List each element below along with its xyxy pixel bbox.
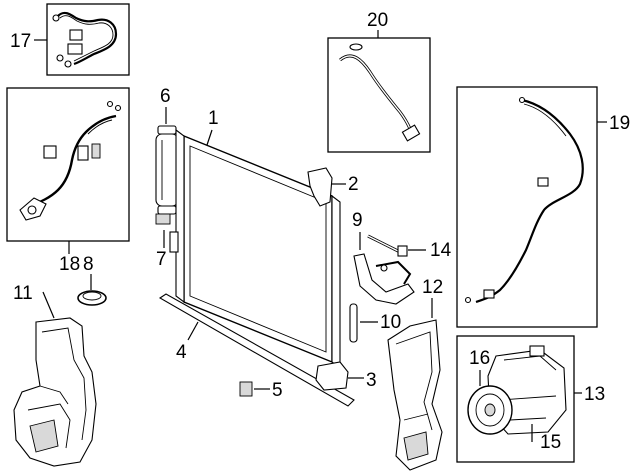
oring-18a [114, 104, 122, 112]
bolt-14-shank-core [367, 235, 401, 253]
inset-frame-20 [327, 37, 431, 153]
callout-8: 8 [83, 254, 94, 275]
fitting-18a [43, 145, 57, 159]
callout-14: 14 [430, 240, 452, 261]
bolt-14-head [397, 245, 408, 257]
inset-frame-13 [456, 335, 575, 463]
bracket-2 [307, 167, 333, 207]
callout-15: 15 [540, 432, 561, 453]
block-fitting-18-port [27, 205, 37, 215]
clip-19b [483, 289, 495, 299]
clip-19a [537, 177, 549, 187]
box-17-pressure-hose [46, 3, 130, 76]
seal-ring-8-inner [82, 291, 102, 301]
box-13-compressor [456, 335, 575, 463]
callout-5: 5 [272, 380, 283, 401]
pipe-bracket-9-pipe [375, 260, 412, 285]
clip-5 [239, 381, 253, 397]
callout-17: 17 [10, 31, 31, 52]
inset-frame-18 [6, 87, 130, 242]
oring-19b [464, 296, 472, 304]
air-guide-11 [13, 317, 97, 467]
box-20-hose [327, 37, 431, 153]
oring-19a [518, 96, 526, 104]
seal-ring-8 [77, 290, 107, 306]
fitting-17b [67, 43, 83, 55]
inset-frame-19 [456, 86, 598, 328]
callout-19: 19 [609, 113, 630, 134]
pipe-bracket-9-hole [380, 264, 388, 272]
condenser-left-tank [175, 128, 185, 304]
air-guide-12-pocket [403, 431, 429, 461]
callout-2: 2 [348, 174, 359, 195]
condenser-1 [169, 128, 341, 370]
hose-17 [57, 11, 118, 66]
callout-12: 12 [422, 277, 443, 298]
condenser-core [183, 134, 333, 364]
drier-plug-7 [155, 213, 171, 225]
receiver-drier-6 [155, 125, 179, 215]
callout-9: 9 [352, 210, 363, 231]
air-guide-11-pocket [29, 419, 59, 453]
line-19 [475, 98, 584, 304]
drier-bottom [157, 205, 177, 215]
line-19-double [523, 103, 567, 137]
leader-11 [42, 291, 55, 319]
compressor-pulley-ring [475, 393, 505, 427]
callout-11: 11 [13, 283, 33, 304]
box-18-hose-assembly [6, 87, 130, 242]
air-guide-12-body [387, 319, 443, 471]
box-19-liquid-line [456, 86, 598, 328]
clip-18 [91, 143, 101, 159]
hose-20 [339, 54, 414, 135]
seal-strip-4 [158, 293, 355, 407]
callout-13: 13 [584, 384, 605, 405]
oring-20 [349, 43, 363, 51]
callout-18: 18 [59, 254, 80, 275]
fitting-20 [401, 124, 421, 142]
oring-17c [52, 14, 60, 22]
leader-4 [187, 321, 199, 341]
hose-17-inner [59, 15, 114, 62]
callout-20: 20 [367, 10, 388, 31]
callout-3: 3 [366, 370, 377, 391]
condenser-inner-frame [189, 145, 327, 353]
hose-18-tip [87, 119, 113, 135]
callout-10: 10 [380, 312, 401, 333]
callout-7: 7 [156, 249, 167, 270]
fitting-18b [77, 145, 89, 161]
callout-4: 4 [176, 342, 187, 363]
seal-10 [349, 303, 358, 343]
fitting-17a [69, 29, 83, 41]
callout-1: 1 [208, 108, 219, 129]
callout-16: 16 [469, 348, 490, 369]
oring-17b [64, 60, 72, 68]
bracket-3 [315, 361, 349, 391]
compressor-hub [484, 403, 496, 417]
drier-cap [157, 125, 177, 135]
oring-18b [106, 100, 114, 108]
oring-17a [56, 54, 64, 62]
compressor-port [529, 345, 545, 357]
drier-body [155, 133, 179, 207]
condenser-right-tank [331, 194, 341, 370]
hose-20-core [339, 55, 413, 135]
pipe-bracket-9 [353, 253, 415, 305]
hose-18 [29, 114, 117, 208]
callout-6: 6 [160, 86, 171, 107]
bolt-14 [367, 234, 408, 257]
air-guide-12 [387, 319, 443, 471]
pipe-bracket-9-body [353, 253, 415, 305]
air-guide-12-ribs [395, 331, 433, 431]
condenser-bracket-left [169, 231, 179, 253]
air-guide-11-ribs [27, 327, 87, 449]
